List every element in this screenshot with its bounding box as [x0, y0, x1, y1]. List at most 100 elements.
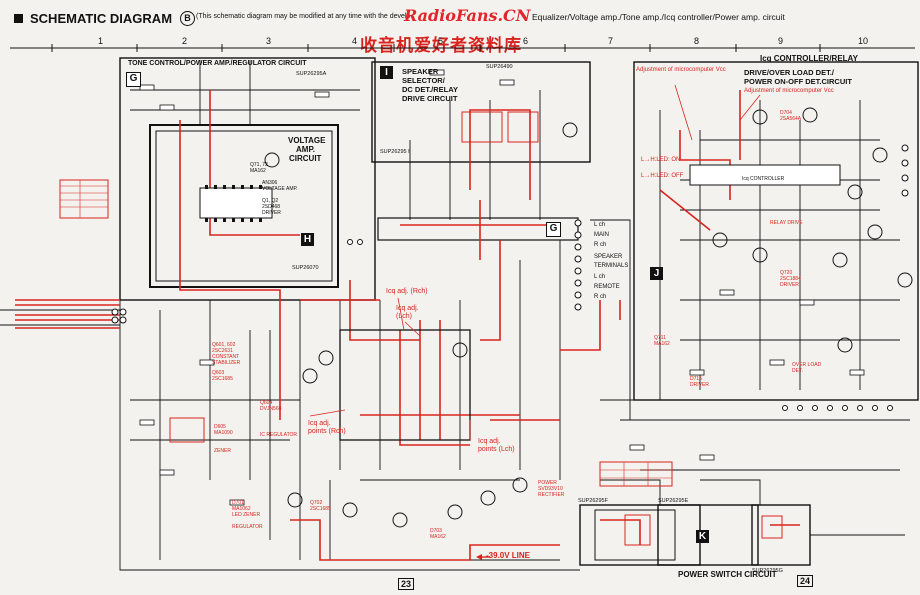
voltage-title-1: VOLTAGE: [288, 136, 326, 145]
block-letter-k: K: [696, 530, 709, 543]
ic-pins: [205, 185, 262, 222]
component-label: DVJN568: [260, 406, 282, 412]
component-label: Q720: [780, 270, 793, 276]
icq-board-outline: [633, 61, 919, 401]
component-label: VOLTAGE AMP.: [262, 186, 298, 192]
ic-voltage-amp: [199, 187, 273, 219]
component-label: Q603: [212, 370, 225, 376]
board-outlines: [119, 57, 919, 566]
icq-points-rch-2: points (Rch): [308, 428, 346, 435]
ruler-mark: 2: [182, 36, 188, 46]
voltage-title-3: CIRCUIT: [289, 154, 322, 163]
ruler-mark: 7: [608, 36, 614, 46]
component-label: 2SC1685: [212, 376, 233, 382]
component-label: Q1, Q2: [262, 198, 279, 204]
component-label: MA162: [250, 168, 266, 174]
icq-title: Icq CONTROLLER/RELAY: [760, 54, 858, 63]
speaker-title-4: DRIVE CIRCUIT: [402, 94, 458, 103]
red-traces: [15, 90, 800, 561]
component-label: Q601, 602: [212, 342, 236, 348]
icq-points-rch-1: Icq adj.: [308, 420, 331, 427]
icq-adj-lch-1: Icq adj.: [396, 305, 419, 312]
minus39v-line-label: -39.0V LINE: [486, 551, 531, 560]
voltage-amp-box: [149, 124, 339, 288]
component-label: Q702: [310, 500, 323, 506]
component-label: 2SC1685: [310, 506, 331, 512]
terminal-letter-g: G: [546, 222, 561, 237]
led-on-label: L→H:LED: ON: [641, 157, 681, 163]
ruler-mark: 1: [98, 36, 104, 46]
component-label: Q71, 72: [250, 162, 268, 168]
grid-ruler: 1 2 3 4 5 6 7 8 9 10: [0, 36, 920, 48]
component-label: DRIVER: [690, 382, 709, 388]
ruler-mark: 3: [266, 36, 272, 46]
adj-label-2: Adjustment of microcomputer Vcc: [744, 88, 834, 94]
tone-block-part: SUP26295A: [296, 71, 327, 77]
component-label: D701: [232, 500, 244, 506]
block-letter-j: J: [650, 267, 663, 280]
terminal-l6: L ch: [594, 274, 606, 280]
relay-highlights: [59, 111, 783, 546]
ruler-mark: 9: [778, 36, 784, 46]
ic-icq-controller: [689, 164, 841, 186]
component-label: IC REGULATOR: [260, 432, 298, 438]
icq-controller-ic-label: Icq CONTROLLER: [742, 176, 785, 182]
page-number-left: 23: [398, 578, 415, 590]
line-arrow: [476, 554, 490, 560]
component-label: ZENER: [214, 448, 231, 454]
component-label: POWER: [538, 480, 557, 486]
component-label: AN306: [262, 180, 278, 186]
terminal-l3: R ch: [594, 242, 607, 248]
block-circle-letter: B: [180, 11, 195, 26]
block-letter-i: I: [380, 66, 393, 79]
terminal-strip: [377, 217, 579, 241]
led-off-label: L→H:LED: OFF: [641, 173, 684, 179]
speaker-title-3: DC DET./RELAY: [402, 85, 458, 94]
terminal-l2: MAIN: [594, 232, 609, 238]
component-label: DRIVER: [262, 210, 281, 216]
component-label: D715: [690, 376, 702, 382]
power-part-b: SUP26295E: [658, 498, 689, 504]
power-part-a: SUP26295F: [578, 498, 608, 504]
icq-points-lch-2: points (Lch): [478, 446, 515, 453]
component-label: D703: [430, 528, 442, 534]
terminal-l7: REMOTE: [594, 284, 620, 290]
component-label: CONSTANT: [212, 354, 240, 360]
watermark-cn: 收音机爱好者资料库: [360, 36, 522, 56]
terminal-part: SUP26295 I: [380, 149, 410, 155]
power-amp-block: [339, 329, 471, 441]
component-label: 2SC2631: [212, 348, 233, 354]
icq-title-2b: POWER ON-OFF DET.CIRCUIT: [744, 77, 852, 86]
icq-adj-rch: Icq adj. (Rch): [386, 288, 428, 295]
watermark-logo: RadioFans.CN: [404, 6, 531, 25]
terminal-connectors: [111, 144, 909, 411]
component-label: Q711: [654, 335, 666, 341]
tone-board-outline: [119, 57, 376, 301]
component-label: RELAY DRIVE: [770, 220, 803, 226]
transistors: [264, 107, 913, 528]
component-label: DRIVER: [780, 282, 799, 288]
component-label: Q604: [260, 400, 273, 406]
transformer-block: [594, 509, 676, 561]
ic-packages: [199, 164, 841, 561]
component-label: MA162: [654, 341, 670, 347]
power-part-c: SUP26295G: [752, 568, 783, 574]
component-label: LED ZENER: [232, 512, 261, 518]
header: SCHEMATIC DIAGRAM B (This schematic diag…: [14, 6, 914, 30]
component-label: SVD93V10: [538, 486, 563, 492]
speaker-title-2: SELECTOR/: [402, 76, 445, 85]
icq-points-lch-1: Icq adj.: [478, 438, 501, 445]
component-label: 2SC1884: [780, 276, 801, 282]
voltage-title-2: AMP.: [296, 145, 315, 154]
terminal-l5: TERMINALS: [594, 263, 629, 269]
component-label: 2SA564A: [780, 116, 802, 122]
circuit-caption: Equalizer/Voltage amp./Tone amp./Icq con…: [532, 12, 785, 22]
component-label: DET.: [792, 368, 803, 374]
red-table-lines: [60, 180, 672, 486]
component-label: REGULATOR: [232, 524, 263, 530]
power-switch-b: [657, 504, 759, 566]
black-wiring: [0, 60, 910, 571]
component-label: 2SD468: [262, 204, 281, 210]
pointer-lines: [309, 84, 761, 440]
icq-title-2a: DRIVE/OVER LOAD DET./: [744, 68, 835, 77]
